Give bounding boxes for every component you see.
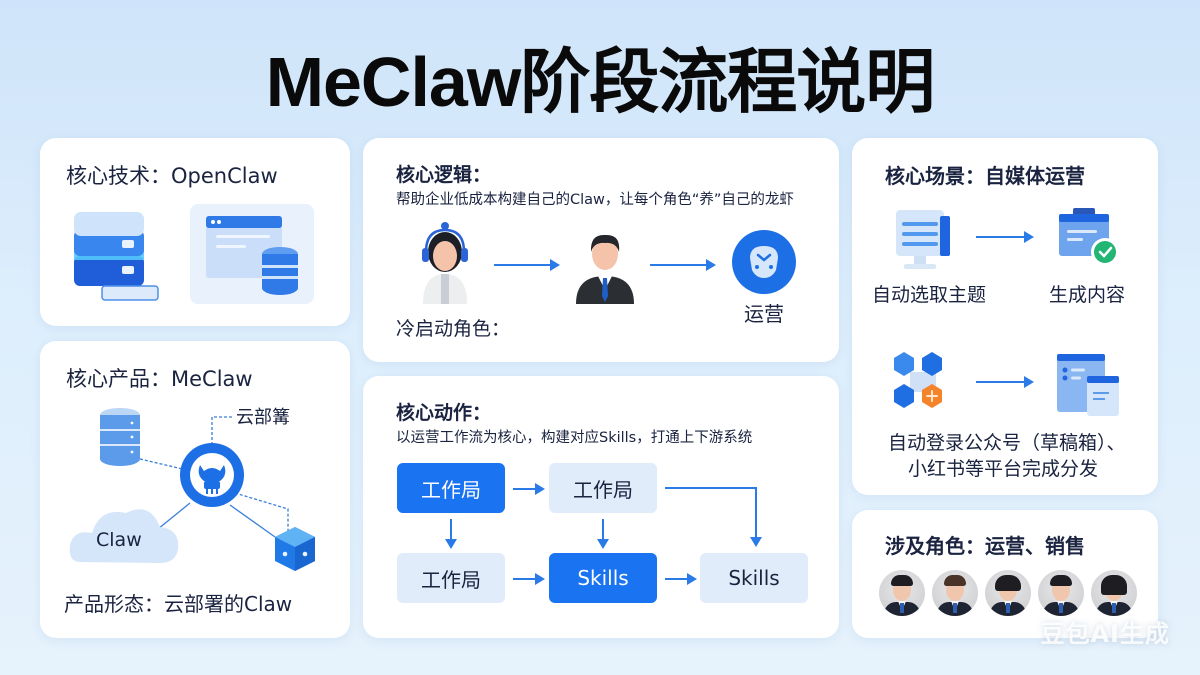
avatar bbox=[1091, 570, 1137, 616]
step-label-select-topic: 自动选取主题 bbox=[872, 284, 987, 306]
action-subtitle: 以运营工作流为核心，构建对应Skills，打通上下游系统 bbox=[396, 430, 753, 446]
arrow-down-icon bbox=[445, 519, 457, 549]
scene-card: 核心场景：自媒体运营 自动选取主题 生成内容 bbox=[852, 138, 1158, 495]
flow-box-skills-1: Skills bbox=[549, 553, 657, 603]
windows-icon bbox=[1057, 354, 1119, 416]
tech-card: 核心技术：OpenClaw bbox=[40, 138, 350, 326]
arrow-right-icon bbox=[976, 231, 1034, 243]
arrow-right-icon bbox=[513, 573, 545, 585]
claw-logo-icon bbox=[180, 443, 244, 507]
arrow-right-icon bbox=[665, 573, 697, 585]
avatar bbox=[879, 570, 925, 616]
cloud-icon bbox=[69, 509, 179, 563]
robot-assistant-icon bbox=[732, 230, 796, 294]
server-stack-icon bbox=[74, 212, 159, 301]
flow-box-workflow-3: 工作局 bbox=[397, 553, 505, 603]
customer-service-person-icon bbox=[422, 222, 468, 304]
cube-icon bbox=[275, 527, 315, 571]
roles-card: 涉及角色：运营、销售 bbox=[852, 510, 1158, 638]
page-title: MeClaw阶段流程说明 bbox=[265, 43, 936, 121]
logic-card: 核心逻辑： 帮助企业低成本构建自己的Claw，让每个角色“养”自己的龙虾 运营 … bbox=[363, 138, 839, 362]
document-monitor-icon bbox=[896, 210, 950, 269]
avatar bbox=[1038, 570, 1084, 616]
watermark: 豆包AI生成 bbox=[1040, 620, 1170, 648]
role-label-operations: 运营 bbox=[744, 302, 784, 326]
scene-card-title: 核心场景：自媒体运营 bbox=[885, 164, 1085, 188]
product-card: 核心产品：MeClaw 云部篝 bbox=[40, 341, 350, 638]
arrow-right-icon bbox=[650, 259, 716, 271]
logic-card-title: 核心逻辑： bbox=[396, 164, 492, 186]
arrow-right-icon bbox=[513, 483, 545, 495]
cloud-label: Claw bbox=[96, 529, 142, 551]
cold-start-label: 冷启动角色： bbox=[396, 318, 511, 340]
arrow-down-icon bbox=[750, 487, 762, 547]
database-icon bbox=[100, 408, 140, 466]
flow-box-skills-2: Skills bbox=[700, 553, 808, 603]
publish-text-line2: 小红书等平台完成分发 bbox=[908, 458, 1099, 480]
product-card-title: 核心产品：MeClaw bbox=[66, 367, 253, 391]
database-window-icon bbox=[190, 204, 314, 304]
publish-text-line1: 自动登录公众号（草稿箱）、 bbox=[888, 432, 1126, 454]
product-form-text: 产品形态：云部署的Claw bbox=[64, 592, 293, 616]
tech-card-title: 核心技术：OpenClaw bbox=[66, 164, 278, 188]
content-check-icon bbox=[1059, 208, 1119, 266]
arrow-right-icon bbox=[494, 259, 560, 271]
avatar bbox=[985, 570, 1031, 616]
avatar bbox=[932, 570, 978, 616]
logic-subtitle: 帮助企业低成本构建自己的Claw，让每个角色“养”自己的龙虾 bbox=[396, 192, 794, 208]
arrow-right-icon bbox=[976, 376, 1034, 388]
arrow-down-icon bbox=[597, 519, 609, 549]
cubes-plus-icon bbox=[894, 352, 942, 408]
action-card: 核心动作： 以运营工作流为核心，构建对应Skills，打通上下游系统 工作局 工… bbox=[363, 376, 839, 638]
roles-card-title: 涉及角色：运营、销售 bbox=[885, 534, 1085, 558]
product-network-diagram bbox=[69, 408, 315, 571]
flow-box-workflow-2: 工作局 bbox=[549, 463, 657, 513]
action-card-title: 核心动作： bbox=[396, 402, 492, 424]
flow-box-workflow-1: 工作局 bbox=[397, 463, 505, 513]
elbow-connector bbox=[665, 487, 757, 489]
deploy-label: 云部篝 bbox=[236, 407, 290, 428]
step-label-generate-content: 生成内容 bbox=[1049, 284, 1126, 306]
business-person-icon bbox=[576, 234, 634, 304]
